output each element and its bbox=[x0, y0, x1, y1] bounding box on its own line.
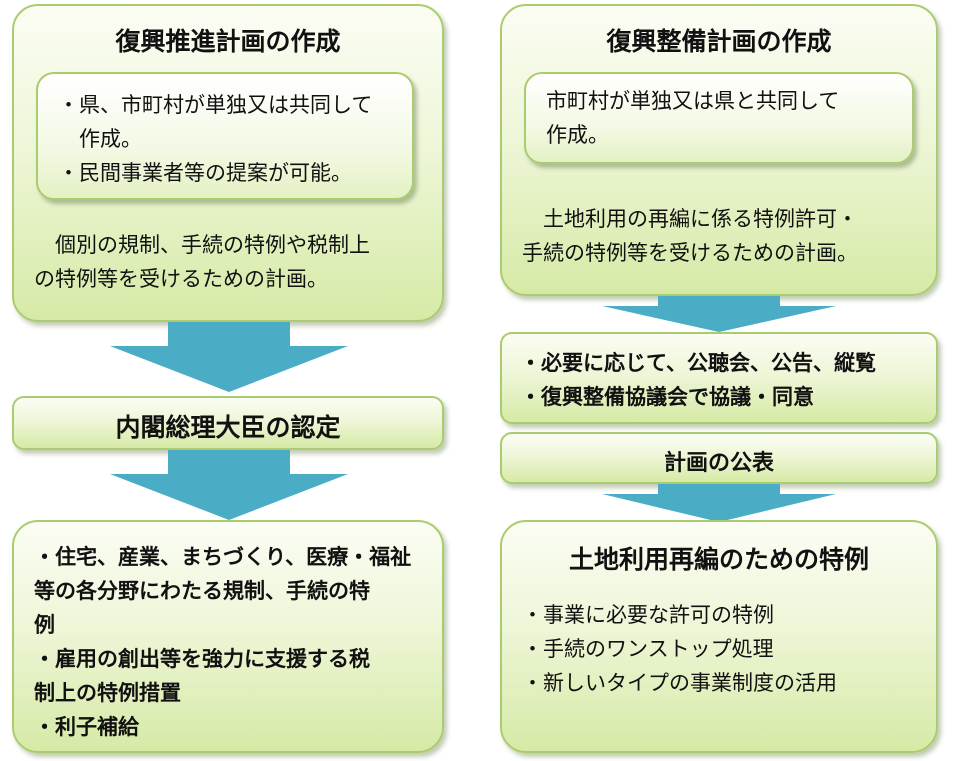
right-description-line-2: 手続の特例等を受けるための計画。 bbox=[522, 241, 858, 265]
benefit-line-6: ・利子補給 bbox=[34, 715, 139, 739]
benefit-line-4: ・雇用の創出等を強力に支援する税 bbox=[34, 647, 370, 671]
creators-line-1: ・県、市町村が単独又は共同して bbox=[58, 93, 373, 117]
creators-line-3: ・民間事業者等の提案が可能。 bbox=[58, 161, 352, 185]
special-measures-box: ・住宅、産業、まちづくり、医療・福祉 等の各分野にわたる規制、手続の特 例 ・雇… bbox=[12, 520, 444, 753]
reconstruction-plan-title: 復興整備計画の作成 bbox=[606, 27, 832, 56]
right-creators-line-1: 市町村が単独又は県と共同して bbox=[546, 89, 840, 113]
prime-minister-approval-title: 内閣総理大臣の認定 bbox=[115, 413, 341, 442]
right-description-line-1: 土地利用の再編に係る特例許可・ bbox=[522, 207, 858, 231]
right-creators-line-2: 作成。 bbox=[546, 123, 609, 147]
benefit-line-5: 制上の特例措置 bbox=[34, 681, 181, 705]
description-line-2: の特例等を受けるための計画。 bbox=[34, 267, 328, 291]
creators-line-2: 作成。 bbox=[58, 127, 142, 151]
reconstruction-plan-description: 土地利用の再編に係る特例許可・ 手続の特例等を受けるための計画。 bbox=[522, 202, 858, 270]
land-use-special-measures-box: 土地利用再編のための特例 ・事業に必要な許可の特例 ・手続のワンストップ処理 ・… bbox=[500, 520, 938, 753]
down-arrow-3 bbox=[602, 296, 836, 332]
special-line-3: ・新しいタイプの事業制度の活用 bbox=[522, 671, 837, 695]
public-consultation-box: ・必要に応じて、公聴会、公告、縦覧 ・復興整備協議会で協議・同意 bbox=[500, 332, 938, 424]
recovery-promotion-plan-title: 復興推進計画の作成 bbox=[115, 27, 341, 56]
special-line-2: ・手続のワンストップ処理 bbox=[522, 637, 774, 661]
consult-line-2: ・復興整備協議会で協議・同意 bbox=[520, 385, 814, 409]
special-line-1: ・事業に必要な許可の特例 bbox=[522, 603, 774, 627]
reconstruction-plan-box: 復興整備計画の作成 市町村が単独又は県と共同して 作成。 土地利用の再編に係る特… bbox=[500, 4, 938, 296]
description-line-1: 個別の規制、手続の特例や税制上 bbox=[34, 233, 370, 257]
prime-minister-approval-box: 内閣総理大臣の認定 bbox=[12, 396, 444, 450]
benefit-line-2: 等の各分野にわたる規制、手続の特 bbox=[34, 579, 370, 603]
benefit-line-1: ・住宅、産業、まちづくり、医療・福祉 bbox=[34, 545, 412, 569]
down-arrow-1 bbox=[110, 322, 348, 392]
recovery-promotion-plan-description: 個別の規制、手続の特例や税制上 の特例等を受けるための計画。 bbox=[34, 228, 370, 296]
land-use-special-measures-title: 土地利用再編のための特例 bbox=[568, 545, 869, 574]
reconstruction-plan-creators: 市町村が単独又は県と共同して 作成。 bbox=[524, 72, 914, 164]
down-arrow-2 bbox=[110, 450, 348, 520]
benefit-line-3: 例 bbox=[34, 613, 55, 637]
recovery-promotion-plan-box: 復興推進計画の作成 ・県、市町村が単独又は共同して 作成。 ・民間事業者等の提案… bbox=[12, 4, 444, 322]
recovery-promotion-plan-creators: ・県、市町村が単独又は共同して 作成。 ・民間事業者等の提案が可能。 bbox=[36, 72, 414, 200]
down-arrow-4 bbox=[602, 484, 836, 522]
consult-line-1: ・必要に応じて、公聴会、公告、縦覧 bbox=[520, 351, 876, 375]
plan-publication-box: 計画の公表 bbox=[500, 432, 938, 484]
plan-publication-title: 計画の公表 bbox=[663, 451, 774, 476]
